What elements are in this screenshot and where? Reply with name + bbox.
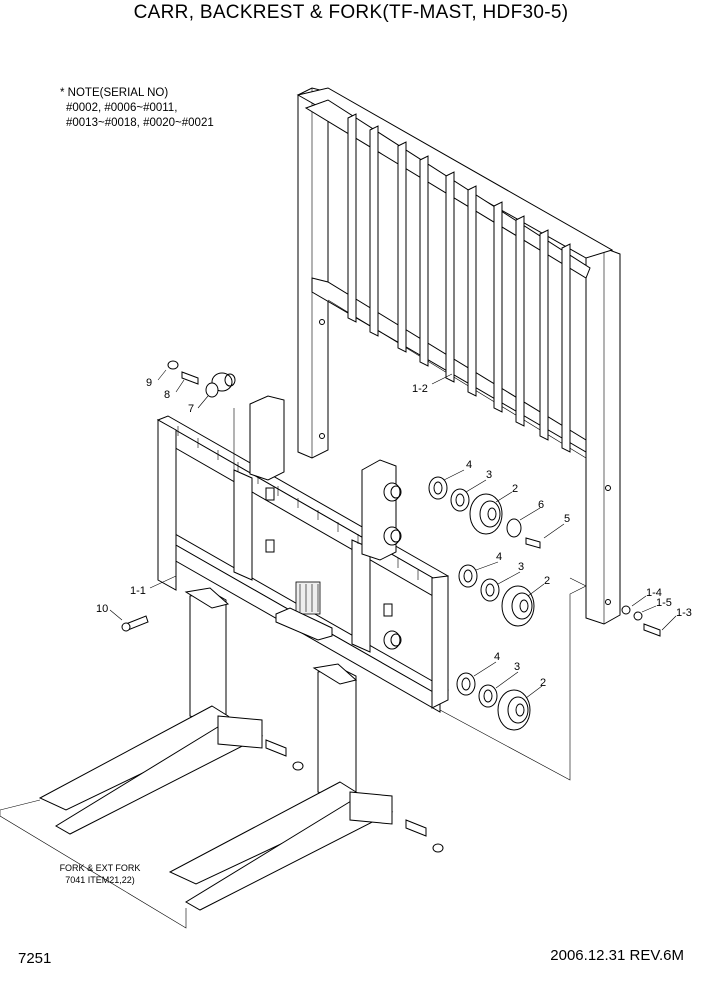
callout-labels: 1-2 1-1 9 8 7 10 4 3 2 6 5 4 3 2 4 3 2 1… bbox=[96, 377, 692, 689]
leader-lines bbox=[0, 369, 677, 929]
page-title: CARR, BACKREST & FORK(TF-MAST, HDF30-5) bbox=[133, 2, 569, 23]
serial-note: * NOTE(SERIAL NO) #0002, #0006~#0011, #0… bbox=[60, 86, 214, 131]
callout-roller-2c: 2 bbox=[540, 677, 546, 689]
callout-roller-2b: 2 bbox=[544, 575, 550, 587]
top-roller-hardware bbox=[167, 360, 236, 398]
revision-date: 2006.12.31 REV.6M bbox=[550, 947, 684, 964]
backrest-bolt-hardware bbox=[621, 605, 661, 637]
callout-nut-9: 9 bbox=[146, 377, 152, 389]
callout-washer-1-5: 1-5 bbox=[656, 597, 672, 609]
callout-washer-6: 6 bbox=[538, 499, 544, 511]
fork-note-line-2: 7041 ITEM21,22) bbox=[65, 875, 135, 885]
callout-shim-3a: 3 bbox=[486, 469, 492, 481]
callout-roller-2a: 2 bbox=[512, 483, 518, 495]
note-serials-1: #0002, #0006~#0011, bbox=[66, 102, 178, 114]
carriage-assembly bbox=[156, 395, 449, 713]
callout-bolt-5: 5 bbox=[564, 513, 570, 525]
callout-shim-3c: 3 bbox=[514, 661, 520, 673]
callout-shim-4b: 4 bbox=[496, 551, 502, 563]
callout-shim-4a: 4 bbox=[466, 459, 472, 471]
callout-roller-7: 7 bbox=[188, 403, 194, 415]
callout-nut-1-4: 1-4 bbox=[646, 587, 662, 599]
note-heading: * NOTE(SERIAL NO) bbox=[60, 87, 169, 99]
backrest-assembly bbox=[296, 87, 621, 625]
callout-carriage: 1-1 bbox=[130, 585, 146, 597]
callout-backrest: 1-2 bbox=[412, 383, 428, 395]
fork-note-line-1: FORK & EXT FORK bbox=[59, 863, 141, 873]
callout-bolt-10: 10 bbox=[96, 603, 108, 615]
forks bbox=[38, 587, 444, 911]
callout-shim-4c: 4 bbox=[494, 651, 500, 663]
fork-reference-note: FORK & EXT FORK 7041 ITEM21,22) bbox=[40, 862, 160, 886]
rollers-and-shims bbox=[428, 476, 541, 731]
callout-shim-3b: 3 bbox=[518, 561, 524, 573]
note-serials-2: #0013~#0018, #0020~#0021 bbox=[66, 117, 214, 129]
callout-bolt-8: 8 bbox=[164, 389, 170, 401]
bolt-10-head bbox=[121, 622, 131, 632]
callout-bolt-1-3: 1-3 bbox=[676, 607, 692, 619]
page-number: 7251 bbox=[18, 950, 52, 967]
